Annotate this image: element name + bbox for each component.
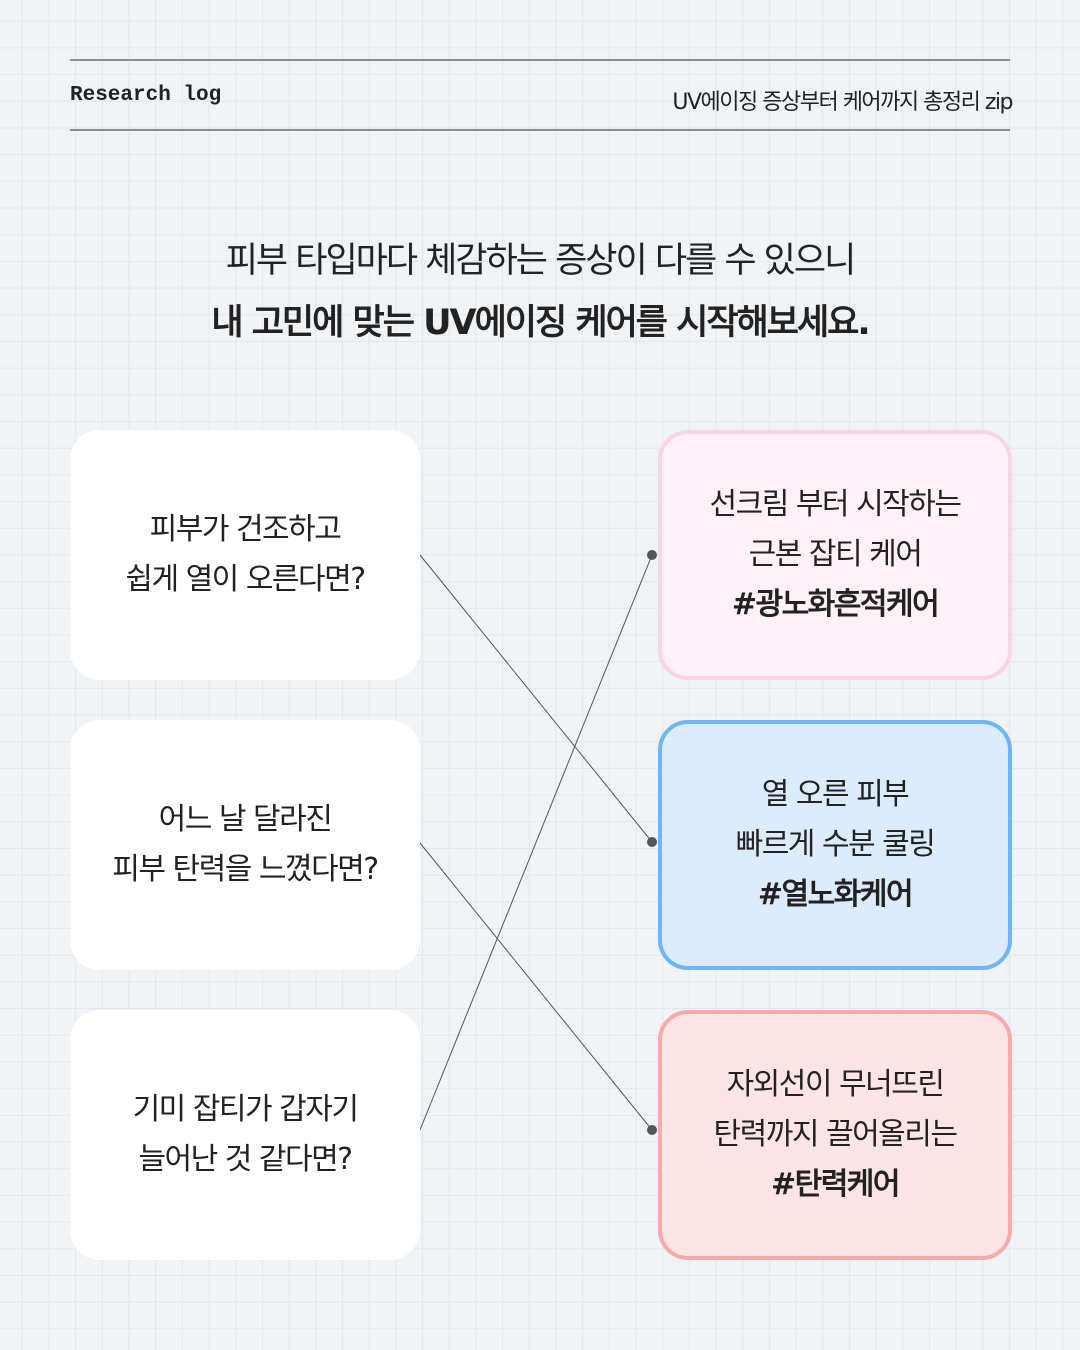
care-hashtag: #탄력케어 xyxy=(770,1167,901,1202)
care-card-photoaging: 선크림 부터 시작하는 근본 잡티 케어 #광노화흔적케어 xyxy=(658,430,1012,680)
header-divider-bottom xyxy=(70,129,1010,131)
care-text: 빠르게 수분 쿨링 xyxy=(735,827,936,862)
question-text: 피부가 건조하고 xyxy=(149,512,342,547)
question-card-2: 어느 날 달라진 피부 탄력을 느꼈다면? xyxy=(70,720,420,970)
intro-line-1: 피부 타입마다 체감하는 증상이 다를 수 있으니 xyxy=(225,241,857,281)
connector-q3-care1 xyxy=(419,554,653,1131)
research-log-label: Research log xyxy=(70,84,222,107)
care-card-elasticity: 자외선이 무너뜨린 탄력까지 끌어올리는 #탄력케어 xyxy=(658,1010,1012,1260)
connector-q2-care3 xyxy=(419,842,653,1131)
question-text: 기미 잡티가 갑자기 xyxy=(132,1092,359,1127)
care-hashtag: #광노화흔적케어 xyxy=(731,587,940,622)
question-text: 어느 날 달라진 xyxy=(158,802,333,837)
series-title: UV에이징 증상부터 케어까지 총정리 zip xyxy=(672,90,1013,115)
connector-q1-care2 xyxy=(419,554,653,843)
question-card-3: 기미 잡티가 갑자기 늘어난 것 같다면? xyxy=(70,1010,420,1260)
question-text: 늘어난 것 같다면? xyxy=(138,1142,353,1177)
connector-dot xyxy=(647,837,657,847)
care-text: 열 오른 피부 xyxy=(761,777,910,812)
connector-dot xyxy=(647,1125,657,1135)
care-text: 탄력까지 끌어올리는 xyxy=(713,1117,958,1152)
intro-line-2: 내 고민에 맞는 UV에이징 케어를 시작해보세요. xyxy=(211,303,870,343)
care-text: 근본 잡티 케어 xyxy=(748,537,923,572)
question-card-1: 피부가 건조하고 쉽게 열이 오른다면? xyxy=(70,430,420,680)
connector-dot xyxy=(647,550,657,560)
question-text: 쉽게 열이 오른다면? xyxy=(125,562,366,597)
care-card-heat-aging: 열 오른 피부 빠르게 수분 쿨링 #열노화케어 xyxy=(658,720,1012,970)
care-text: 선크림 부터 시작하는 xyxy=(709,487,962,522)
question-text: 피부 탄력을 느꼈다면? xyxy=(112,852,379,887)
care-text: 자외선이 무너뜨린 xyxy=(726,1067,945,1102)
header-divider-top xyxy=(70,59,1010,61)
care-hashtag: #열노화케어 xyxy=(757,877,914,912)
